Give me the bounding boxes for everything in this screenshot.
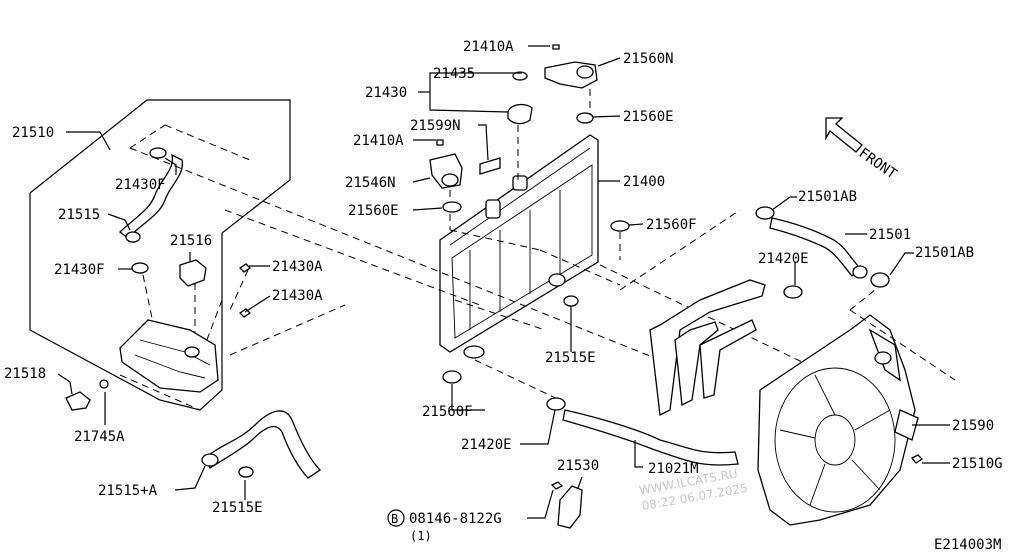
bolt-21410A-top[interactable] [552,44,560,50]
hose-21515[interactable] [119,153,183,239]
label-21515A[interactable]: 21515+A [98,483,158,499]
leader-lines [57,45,950,519]
screw-21430A-1[interactable] [238,263,252,273]
label-21560F-right[interactable]: 21560F [646,217,697,233]
label-21430F-mid[interactable]: 21430F [54,262,105,278]
label-21560F-bottom[interactable]: 21560F [422,404,473,420]
label-21546N[interactable]: 21546N [345,175,396,191]
label-21515E-bottom[interactable]: 21515E [212,500,263,516]
mount-21560F-bottom[interactable] [442,370,462,384]
reservoir-group [29,99,322,479]
label-21501AB-2[interactable]: 21501AB [915,245,974,261]
label-21430F-top[interactable]: 21430F [115,177,166,193]
label-21560N[interactable]: 21560N [623,51,674,67]
label-21410A-mid[interactable]: 21410A [353,133,404,149]
atf-line-3[interactable] [699,319,757,399]
label-21435[interactable]: 21435 [433,66,475,82]
label-21590[interactable]: 21590 [952,418,994,434]
atf-line-2[interactable] [674,321,719,406]
radiator-group [129,44,851,401]
bolt-prefix-b: B [391,512,398,526]
diagram-code: E214003M [934,537,1001,553]
bolt-08146[interactable] [550,481,564,490]
label-21560E-left[interactable]: 21560E [348,203,399,219]
hose-end [125,231,141,243]
hose-21515A[interactable] [204,410,322,479]
bolt-21510G[interactable] [910,454,924,464]
mount-21560E-left[interactable] [442,201,462,213]
clamp-21515E-mid[interactable] [563,295,579,307]
label-21510[interactable]: 21510 [12,125,54,141]
clamp-21501AB-2[interactable] [870,272,890,288]
clamp-21420E-right[interactable] [783,285,803,299]
clamp-21430F-top[interactable] [149,147,167,159]
label-21599N[interactable] [479,157,501,175]
bolt-21745A[interactable] [99,379,109,389]
mount-21560E-right[interactable] [576,112,594,124]
label-21430A-1[interactable]: 21430A [272,259,323,275]
label-21501[interactable]: 21501 [869,227,911,243]
label-21599N[interactable]: 21599N [410,118,461,134]
label-21515E-mid[interactable]: 21515E [545,350,596,366]
front-arrow: FRONT [825,117,900,183]
label-21420E-bottom[interactable]: 21420E [461,437,512,453]
label-21515[interactable]: 21515 [58,207,100,223]
label-21021M[interactable]: 21021M [648,461,699,477]
right-group [546,206,956,529]
reservoir-tank[interactable] [119,319,219,393]
label-21530[interactable]: 21530 [557,458,599,474]
part-labels: 21510 21430F 21515 21516 21430F 21430A 2… [4,39,1003,543]
atf-line-1[interactable] [649,279,766,416]
hose-21021M[interactable] [562,409,739,466]
label-21516[interactable]: 21516 [170,233,212,249]
clamp-21420E-bottom[interactable] [546,397,566,411]
label-21501AB-1[interactable]: 21501AB [798,189,857,205]
mount-21560F-right[interactable] [610,220,630,232]
cap-21435[interactable] [512,71,528,81]
hose-21501[interactable] [769,217,861,277]
label-21510G[interactable]: 21510G [952,456,1003,472]
cap-21516[interactable] [179,259,207,287]
label-08146-qty: (1) [410,529,432,543]
label-21745A[interactable]: 21745A [74,429,125,445]
label-21410A-top[interactable]: 21410A [463,39,514,55]
label-21400[interactable]: 21400 [623,174,665,190]
label-08146-group[interactable]: B 08146-8122G (1) [387,509,502,543]
label-08146-8122G[interactable]: 08146-8122G [409,511,502,527]
label-21518[interactable]: 21518 [4,366,46,382]
cap-21430[interactable] [507,103,533,125]
front-label: FRONT [856,145,900,183]
bolt-21410A-mid[interactable] [436,139,444,146]
radiator-21400[interactable] [439,134,599,353]
clamp-21515E-bottom[interactable] [238,466,254,478]
fan-shroud-21590[interactable] [757,314,916,526]
clamp-21501AB-1[interactable] [755,206,775,220]
bracket-21530[interactable] [557,485,583,529]
label-21420E-right[interactable]: 21420E [758,251,809,267]
label-21430A-2[interactable]: 21430A [272,288,323,304]
clamp-21430F-mid[interactable] [131,262,149,274]
label-21430[interactable]: 21430 [365,85,407,101]
label-21560E-right[interactable]: 21560E [623,109,674,125]
bracket-21518[interactable] [65,391,91,411]
